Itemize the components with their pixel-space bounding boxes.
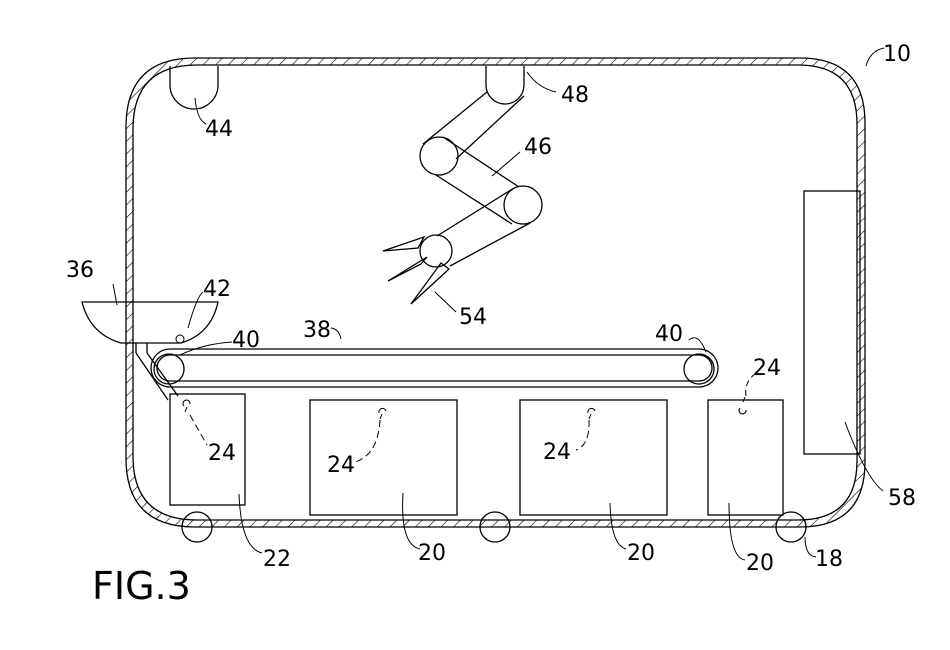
label-18: 18 xyxy=(815,547,843,572)
label-58: 58 xyxy=(888,486,916,511)
gripper-54 xyxy=(382,235,451,305)
label-46: 46 xyxy=(524,135,552,160)
label-22: 22 xyxy=(263,547,291,572)
label-24-container-20-c: 24 xyxy=(753,356,781,381)
rollers-18 xyxy=(181,511,807,543)
label-40-left: 40 xyxy=(232,328,260,353)
label-24-container-20-a: 24 xyxy=(327,453,355,478)
container-20-b xyxy=(519,399,668,516)
control-unit-58 xyxy=(803,190,861,455)
label-20-b: 20 xyxy=(627,541,655,566)
label-20-c: 20 xyxy=(746,551,774,576)
robot-arm-46 xyxy=(419,66,543,268)
container-20-a xyxy=(309,399,458,516)
label-20-a: 20 xyxy=(418,541,446,566)
label-44: 44 xyxy=(205,117,233,142)
container-22 xyxy=(169,393,246,506)
label-24-container-22: 24 xyxy=(208,441,236,466)
figure-title: FIG.3 xyxy=(92,564,191,608)
label-48: 48 xyxy=(561,83,589,108)
conveyor-belt-38 xyxy=(150,348,719,388)
label-36: 36 xyxy=(66,258,94,283)
label-42: 42 xyxy=(203,277,231,302)
sensors-24 xyxy=(182,396,747,420)
label-40-right: 40 xyxy=(655,322,683,347)
label-24-container-20-b: 24 xyxy=(543,440,571,465)
label-54: 54 xyxy=(459,305,487,330)
container-20-c xyxy=(707,399,784,516)
ceiling-sensor-44 xyxy=(169,66,219,110)
leader-lines xyxy=(112,47,885,561)
label-10: 10 xyxy=(883,42,911,67)
housing-wall xyxy=(125,57,866,528)
label-38: 38 xyxy=(303,318,331,343)
hopper-36 xyxy=(81,301,219,401)
